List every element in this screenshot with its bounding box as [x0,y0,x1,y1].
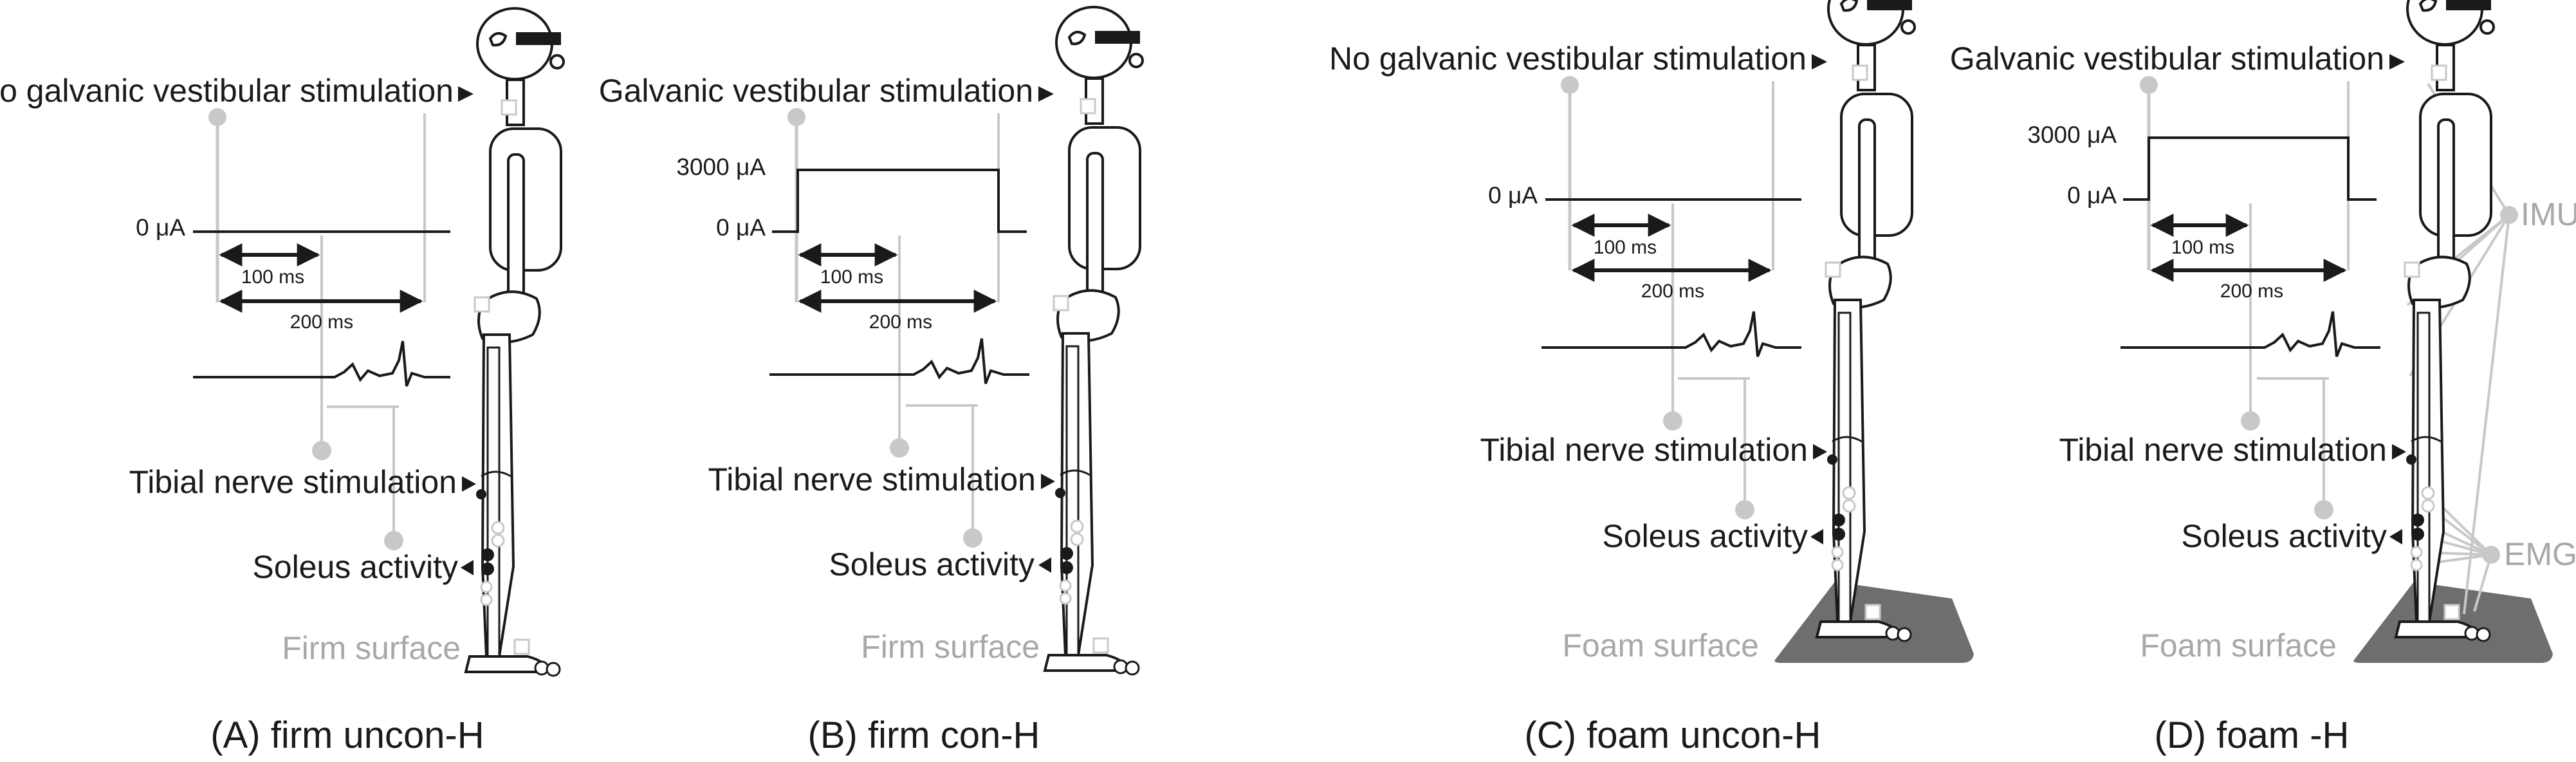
emg-trace [769,338,1029,384]
zero-label: 0 μA [136,214,185,241]
t1-label: 100 ms [820,266,883,288]
soleus-arrow-icon [1038,557,1051,573]
t2-label: 200 ms [869,311,932,333]
panel-a: No galvanic vestibular stimulation 0 μA … [0,7,565,756]
tibial-arrow-icon [2392,444,2406,460]
soleus-label: Soleus activity [2181,518,2387,554]
soleus-arrow-icon [1810,529,1823,544]
tibial-label: Tibial nerve stimulation [708,461,1036,497]
imu-label: IMU [2521,196,2576,232]
t1-label: 100 ms [1594,237,1657,258]
gvs-pulse [2123,136,2377,201]
soleus-label: Soleus activity [829,546,1035,582]
soleus-label: Soleus activity [252,549,458,585]
soleus-arrow-icon [461,560,474,575]
emg-label: EMG [2504,536,2576,572]
t2-label: 200 ms [290,311,353,333]
panel-c: No galvanic vestibular stimulation 0 μA … [1329,0,1974,756]
tibial-arrow-icon [462,476,476,492]
gvs-pulse [772,169,1027,233]
emg-trace [193,340,450,387]
panel-caption: (B) firm con-H [808,714,1040,756]
soleus-arrow-icon [2389,529,2402,544]
t1-label: 100 ms [2171,237,2234,258]
surface-label: Foam surface [2140,627,2337,664]
emg-node [2482,546,2500,564]
imu-node [2500,206,2518,224]
participant-figure [1044,6,1144,676]
participant-figure [1816,0,1916,642]
panel-caption: (C) foam uncon-H [1525,714,1821,756]
tibial-label: Tibial nerve stimulation [2059,432,2387,468]
panel-caption: (D) foam -H [2155,714,2350,756]
high-label: 3000 μA [2027,122,2117,148]
tibial-arrow-icon [1813,444,1827,460]
zero-label: 0 μA [1488,182,1538,209]
emg-trace [2121,311,2380,357]
gvs-label: Galvanic vestibular stimulation [599,73,1033,109]
surface-label: Foam surface [1562,627,1759,664]
panel-b: Galvanic vestibular stimulation 3000 μA … [599,6,1144,756]
gvs-arrow-icon [458,86,474,102]
gvs-label: No galvanic vestibular stimulation [1329,41,1807,77]
surface-label: Firm surface [282,630,461,666]
tibial-label: Tibial nerve stimulation [1480,432,1808,468]
gvs-arrow-icon [1812,54,1827,70]
gvs-arrow-icon [1038,86,1054,102]
soleus-label: Soleus activity [1602,518,1808,554]
high-label: 3000 μA [676,154,766,180]
tibial-label: Tibial nerve stimulation [129,464,457,500]
panel-caption: (A) firm uncon-H [210,714,484,756]
t2-label: 200 ms [1641,281,1704,302]
tibial-arrow-icon [1041,474,1055,489]
t1-label: 100 ms [241,266,304,288]
zero-label: 0 μA [716,214,766,241]
surface-label: Firm surface [861,629,1040,665]
t2-label: 200 ms [2220,281,2283,302]
participant-figure [465,7,565,677]
gvs-label: No galvanic vestibular stimulation [0,73,454,109]
zero-label: 0 μA [2067,182,2117,209]
panel-d: Galvanic vestibular stimulation 3000 μA … [1950,0,2576,756]
emg-trace [1541,311,1801,357]
gvs-label: Galvanic vestibular stimulation [1950,41,2384,77]
gvs-arrow-icon [2389,54,2405,70]
